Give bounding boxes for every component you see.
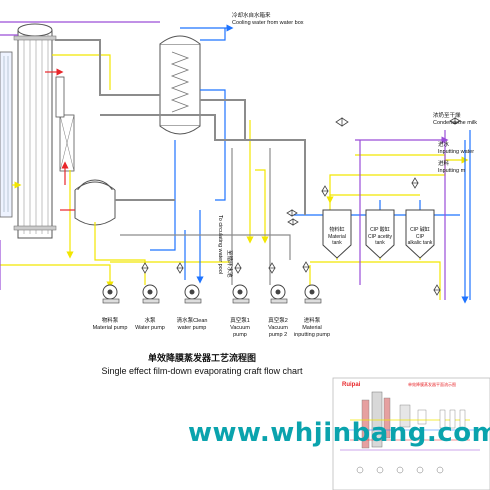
watermark-url: www.whjinbang.com bbox=[188, 418, 490, 448]
pump-label-zh: 进料泵 bbox=[304, 316, 321, 324]
tank-label-en: CIP bbox=[416, 234, 425, 240]
tank-label-en: tank bbox=[375, 240, 385, 246]
cooling-water-label-en: Cooling water from water box bbox=[232, 20, 304, 26]
pump-clean-water: 清水泵Clean water pump bbox=[177, 284, 208, 331]
pump-label-zh: 真空泵1 bbox=[230, 316, 250, 324]
thumbnail-preview: Ruipai 单效降膜蒸发器平面流示图 bbox=[332, 377, 490, 490]
tank-label-zh: CIP 酸缸 bbox=[370, 226, 390, 233]
condenser-vessel bbox=[159, 35, 201, 135]
inputting-water-label-zh: 进水 bbox=[438, 140, 450, 148]
pump-label-zh: 水泵 bbox=[144, 316, 156, 324]
pump-material-inputting: 进料泵 Material inputting pump bbox=[294, 284, 330, 338]
pump-label-en: Material pump bbox=[93, 325, 128, 331]
pump-label-zh: 物料泵 bbox=[102, 316, 119, 324]
circulating-pool-label-en: To circulating water pool bbox=[217, 215, 223, 274]
inputting-water-label-en: Inputting water bbox=[438, 149, 474, 155]
cip-alkali-tank: CIP 碱缸 CIP alkalic tank bbox=[405, 209, 435, 259]
circulating-pool-label-zh: 至循环水池 bbox=[226, 250, 234, 278]
evaporator-column bbox=[13, 23, 57, 239]
pump-label-en: Material bbox=[302, 325, 322, 331]
material-tank: 物料缸 Material tank bbox=[322, 209, 352, 259]
tank-label-en: alkalic tank bbox=[408, 240, 433, 246]
pump-label-en: Vacuum bbox=[230, 325, 250, 331]
diagram-title-en: Single effect film-down evaporating craf… bbox=[102, 366, 303, 376]
pump-label-zh: 真空泵2 bbox=[268, 316, 288, 324]
pump-label-en: inputting pump bbox=[294, 332, 330, 338]
inputting-material-label-zh: 进料 bbox=[438, 159, 450, 167]
pump-label-en: water pump bbox=[177, 325, 207, 331]
tank-label-zh: CIP 碱缸 bbox=[410, 226, 430, 233]
diagram-title-zh: 单效降膜蒸发器工艺流程图 bbox=[148, 352, 256, 363]
pump-label-en: pump 2 bbox=[269, 332, 287, 338]
tank-label-en: Material bbox=[328, 234, 346, 240]
condensed-milk-label-zh: 浓奶至干燥 bbox=[433, 111, 461, 119]
pump-label-en: Water pump bbox=[135, 325, 165, 331]
separator-vessel bbox=[74, 179, 116, 226]
thermo-compressor bbox=[55, 76, 75, 172]
thumbnail-brand: Ruipai bbox=[342, 382, 361, 388]
condensed-milk-label-en: Condensethe milk bbox=[433, 120, 477, 126]
pump-vacuum-1: 真空泵1 Vacuum pump bbox=[230, 284, 250, 338]
pump-material: 物料泵 Material pump bbox=[93, 284, 128, 331]
cip-acid-tank: CIP 酸缸 CIP acetity tank bbox=[365, 209, 395, 259]
tank-label-zh: 物料缸 bbox=[329, 226, 344, 233]
pump-label-zh: 清水泵Clean bbox=[177, 316, 208, 324]
pump-water: 水泵 Water pump bbox=[135, 284, 165, 331]
side-heat-exchanger bbox=[0, 51, 13, 218]
pump-label-en: Vacuum bbox=[268, 325, 288, 331]
tank-label-en: CIP acetity bbox=[368, 234, 393, 240]
tank-label-en: tank bbox=[332, 240, 342, 246]
pump-vacuum-2: 真空泵2 Vacuum pump 2 bbox=[268, 284, 288, 338]
thumbnail-title: 单效降膜蒸发器平面流示图 bbox=[408, 381, 456, 387]
valves bbox=[141, 117, 461, 296]
inputting-material-label-en: Inputting m bbox=[438, 168, 466, 174]
pump-label-en: pump bbox=[233, 332, 247, 338]
cooling-water-label-zh: 冷却水自水箱来 bbox=[232, 11, 271, 19]
